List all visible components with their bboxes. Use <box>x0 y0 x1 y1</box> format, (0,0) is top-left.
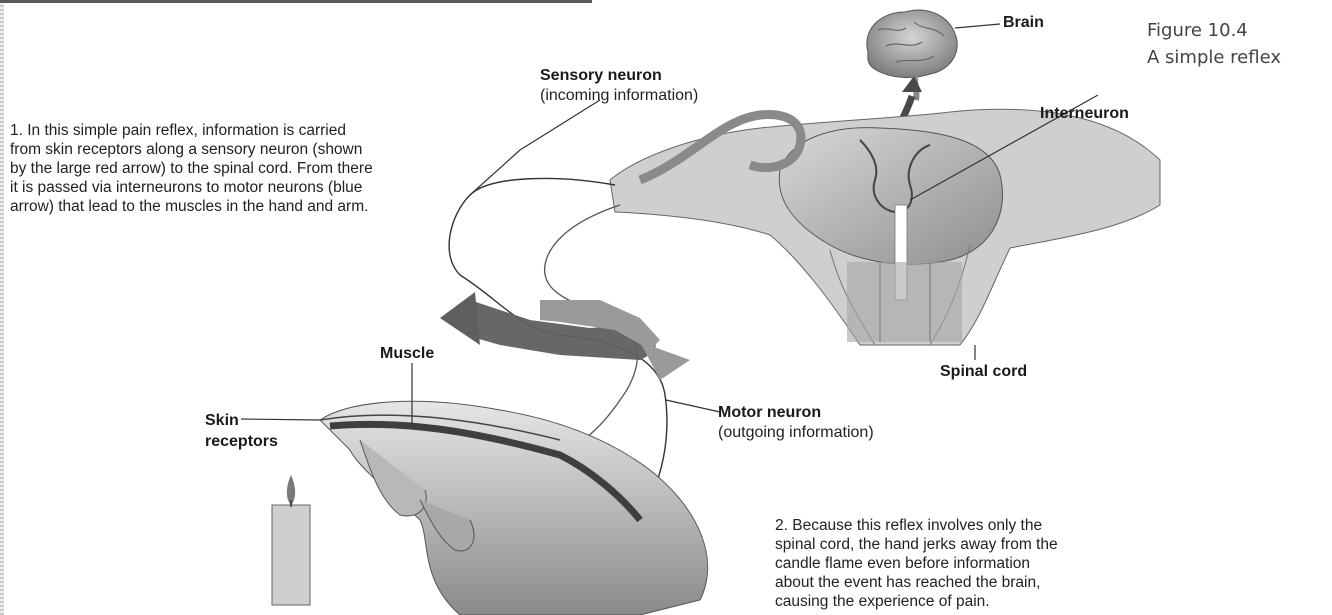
figure-title: A simple reflex <box>1147 44 1281 71</box>
caption-step-2-line: candle flame even before information <box>775 554 1058 573</box>
figure-caption: Figure 10.4 A simple reflex <box>1147 17 1281 71</box>
caption-step-1-line: 1. In this simple pain reflex, informati… <box>10 121 373 140</box>
label-skin: Skin <box>205 411 239 430</box>
candle-illustration <box>272 475 310 605</box>
label-motor-neuron-sub: (outgoing information) <box>718 423 874 442</box>
caption-step-1: 1. In this simple pain reflex, informati… <box>10 121 373 216</box>
figure-number: Figure 10.4 <box>1147 17 1281 44</box>
caption-step-2-line: 2. Because this reflex involves only the <box>775 516 1058 535</box>
label-sensory-neuron: Sensory neuron <box>540 66 662 85</box>
caption-step-2-line: spinal cord, the hand jerks away from th… <box>775 535 1058 554</box>
label-sensory-neuron-sub: (incoming information) <box>540 86 698 105</box>
hand-illustration <box>320 401 708 615</box>
caption-step-1-line: from skin receptors along a sensory neur… <box>10 140 373 159</box>
label-spinal-cord: Spinal cord <box>940 362 1027 381</box>
label-motor-neuron: Motor neuron <box>718 403 821 422</box>
caption-step-1-line: by the large red arrow) to the spinal co… <box>10 159 373 178</box>
label-brain: Brain <box>1003 13 1044 32</box>
label-interneuron: Interneuron <box>1040 104 1129 123</box>
label-receptors: receptors <box>205 432 278 451</box>
caption-step-2-line: causing the experience of pain. <box>775 592 1058 611</box>
label-muscle: Muscle <box>380 344 434 363</box>
caption-step-2: 2. Because this reflex involves only the… <box>775 516 1058 611</box>
caption-step-1-line: arrow) that lead to the muscles in the h… <box>10 197 373 216</box>
caption-step-2-line: about the event has reached the brain, <box>775 573 1058 592</box>
caption-step-1-line: it is passed via interneurons to motor n… <box>10 178 373 197</box>
